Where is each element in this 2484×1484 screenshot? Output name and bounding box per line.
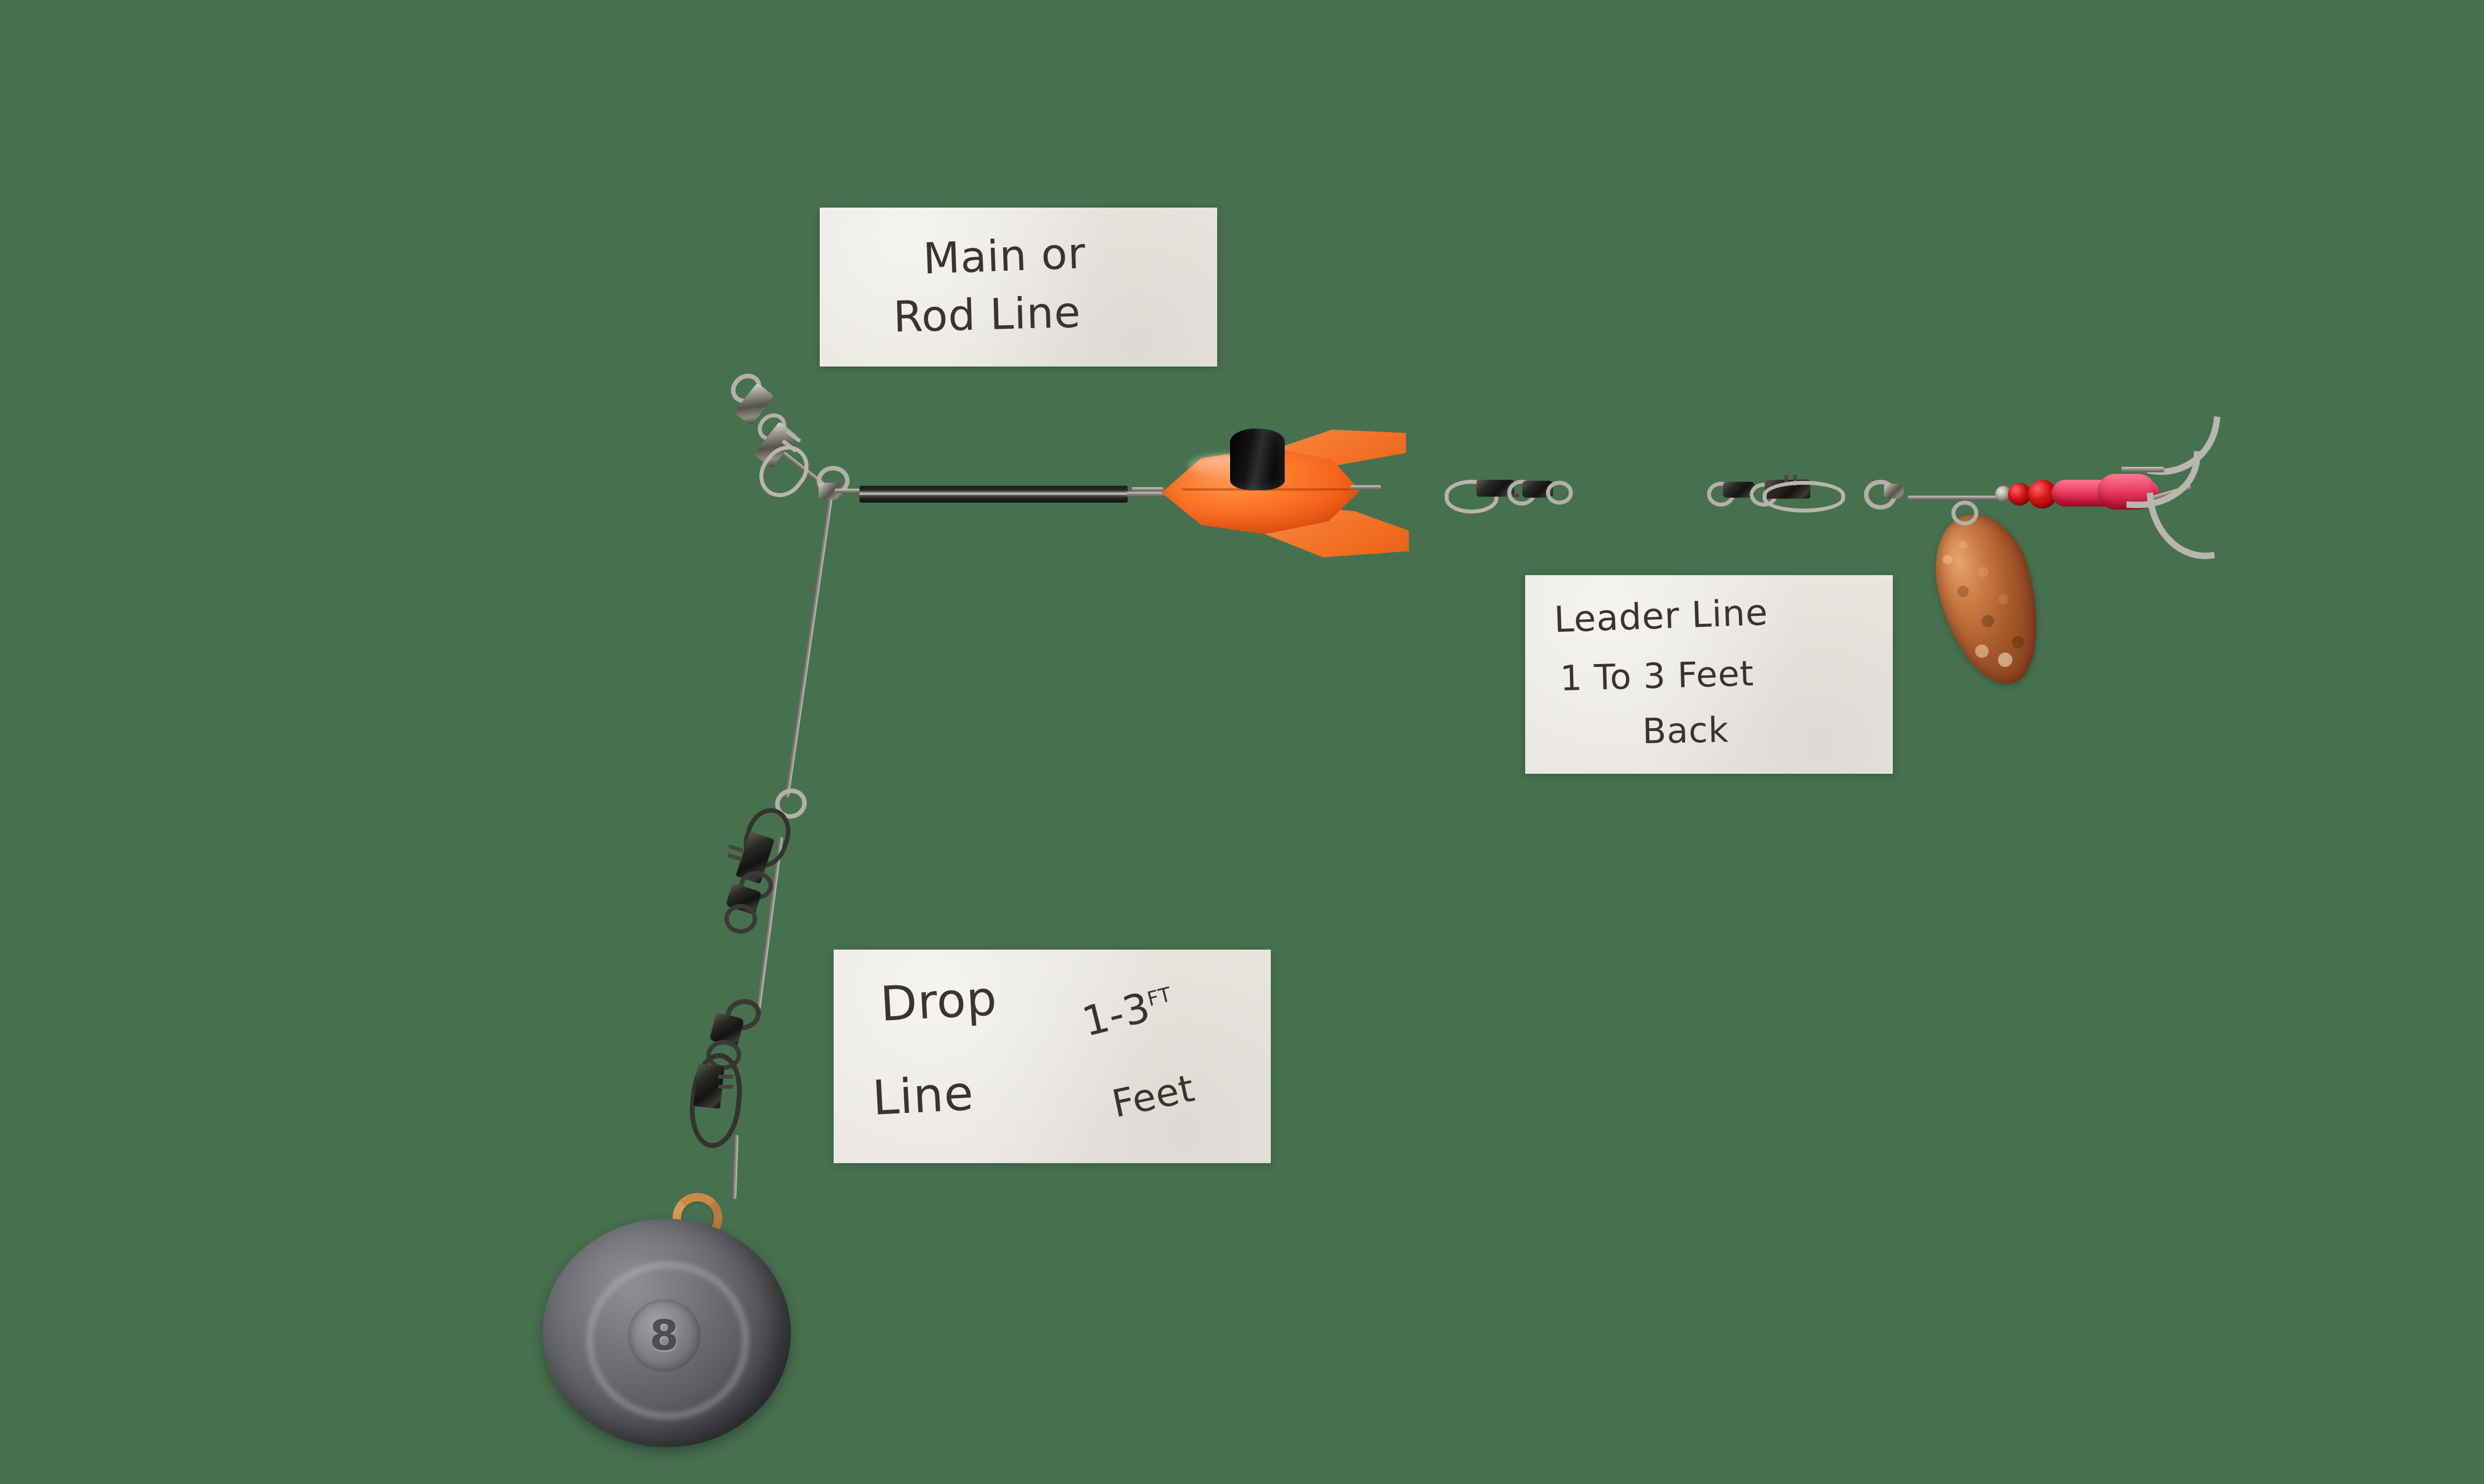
drop-line-text-2: Line xyxy=(871,1065,975,1126)
leader-line-text-1: Leader Line xyxy=(1553,591,1769,641)
orange-dodger-flasher[interactable] xyxy=(1132,425,1411,569)
swivel-drop-line-upper[interactable] xyxy=(721,784,816,934)
blade-clevis xyxy=(1951,501,1978,525)
drop-upper-prong-a xyxy=(728,844,744,853)
main-line-text-2: Rod Line xyxy=(892,288,1082,342)
main-line-card-text: Main or Rod Line xyxy=(820,208,1217,367)
spinner-front-barrel xyxy=(1884,484,1904,499)
drop-line-text-1: Drop xyxy=(879,970,999,1033)
drop-line-range-value: 1-3 xyxy=(1078,983,1156,1046)
drop-line-range-text: 1-3FT xyxy=(1078,978,1178,1046)
drop-line-upper-segment xyxy=(784,496,833,798)
leader-front-barrel xyxy=(1723,482,1755,498)
dodger-rear-end-ring xyxy=(1546,481,1573,505)
spinner-shaft xyxy=(1908,496,2057,500)
drop-line-text-4: Feet xyxy=(1108,1065,1199,1126)
main-or-rod-line-label: Main or Rod Line xyxy=(820,208,1217,367)
spinner-bead-2 xyxy=(2008,483,2031,506)
drop-line-label: Drop Line 1-3FT Feet xyxy=(834,950,1271,1163)
treble-hook-point-lower xyxy=(2146,486,2215,565)
leader-line-text-3: Back xyxy=(1642,709,1729,752)
sinker-stamp-boss: 8 xyxy=(628,1299,700,1372)
black-tubing-spreader xyxy=(859,486,1128,503)
treble-hook-shank-upper xyxy=(2121,467,2164,472)
leader-front-snap-bail xyxy=(1763,481,1845,513)
drop-line-card-text: Drop Line 1-3FT Feet xyxy=(834,950,1271,1163)
leader-line-label: Leader Line 1 To 3 Feet Back xyxy=(1525,575,1893,774)
three-way-connector-shaft xyxy=(835,489,866,493)
swivel-spinner-front[interactable] xyxy=(1864,476,1929,511)
drop-upper-end-ring xyxy=(724,904,757,934)
sinker-weight-stamp: 8 xyxy=(649,1311,679,1360)
dodger-black-peg xyxy=(1230,429,1285,490)
blade-hammered-texture xyxy=(1922,504,2055,695)
dodger-front-wire xyxy=(1132,487,1164,492)
swivel-leader-front[interactable] xyxy=(1707,475,1856,514)
swivel-dodger-rear[interactable] xyxy=(1445,477,1573,517)
dodger-rear-wire xyxy=(1350,485,1381,490)
swivel-three-way-junction[interactable] xyxy=(811,466,875,525)
drop-lower-prong-b xyxy=(718,1085,733,1089)
tubing-right-shaft xyxy=(1127,492,1176,497)
leader-line-card-text: Leader Line 1 To 3 Feet Back xyxy=(1525,575,1893,774)
drop-upper-prong-b xyxy=(727,853,743,862)
leader-front-prong-a xyxy=(1785,475,1788,486)
copper-willow-blade xyxy=(1922,504,2055,695)
spinner-body-knob xyxy=(2097,474,2156,510)
cannonball-sinker[interactable]: 8 xyxy=(543,1192,796,1450)
drop-line-range-unit: FT xyxy=(1145,983,1174,1011)
dodger-rear-snap-bail xyxy=(1445,480,1498,514)
copper-spinner-rig[interactable] xyxy=(1903,407,2231,695)
leader-line-text-2: 1 To 3 Feet xyxy=(1559,653,1755,699)
main-line-text-1: Main or xyxy=(922,228,1087,284)
leader-front-prong-b xyxy=(1793,475,1797,486)
swivel-drop-line-lower[interactable] xyxy=(682,994,771,1151)
drop-lower-prong-a xyxy=(718,1075,733,1079)
